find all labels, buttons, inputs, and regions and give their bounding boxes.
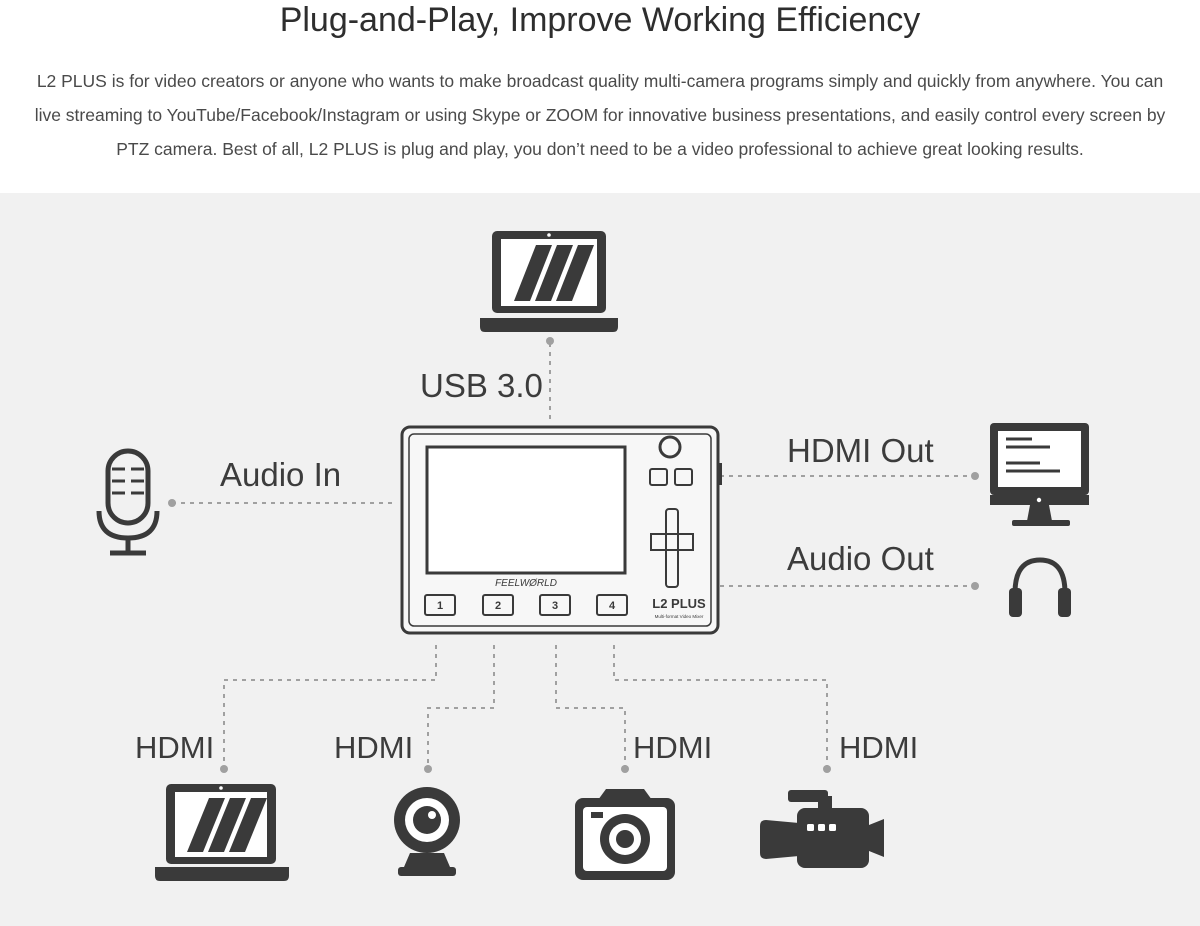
headphones-icon [1009,557,1071,617]
page-title: Plug-and-Play, Improve Working Efficienc… [279,1,921,39]
hdmi-input-label: HDMI [839,730,919,765]
device-button-label: 4 [609,600,616,612]
usb-label: USB 3.0 [420,367,543,404]
device-model: L2 PLUS [652,596,706,611]
l2-plus-device: 1 2 3 4 FEELWØRLD L2 PLUS Multi-format V… [400,425,722,635]
hdmi-1-line [223,645,437,769]
laptop-icon [480,231,618,332]
device-brand: FEELWØRLD [495,578,557,589]
connector-dots [168,337,979,773]
device-screen [425,445,627,575]
audio-out-label: Audio Out [787,540,934,577]
diagram-graphics: 1 2 3 4 FEELWØRLD L2 PLUS Multi-format V… [96,231,1089,881]
device-button-label: 3 [552,600,558,612]
connection-diagram: 1 2 3 4 FEELWØRLD L2 PLUS Multi-format V… [0,193,1200,926]
device-button-2 [482,594,514,616]
laptop-icon [155,784,289,881]
audio-in-label: Audio In [220,456,342,493]
webcam-icon [394,787,460,876]
hdmi-input-label: HDMI [135,730,215,765]
hdmi-3-line [555,645,626,769]
device-t-bar [665,508,679,588]
device-model-sub: Multi-format Video Mixer [655,614,704,619]
device-button-label: 1 [437,600,443,612]
connector-lines [172,343,975,769]
device-button-4 [596,594,628,616]
camcorder-icon [760,790,884,868]
device-button-1 [424,594,456,616]
device-button-label: 2 [495,600,501,612]
hdmi-2-line [427,645,495,769]
hdmi-input-label: HDMI [633,730,713,765]
device-button-3 [539,594,571,616]
intro-paragraph: L2 PLUS is for video creators or anyone … [34,71,1166,159]
camera-icon [575,789,675,880]
microphone-icon [96,448,160,556]
device-knob [658,435,682,459]
monitor-icon [990,423,1089,526]
hdmi-input-label: HDMI [334,730,414,765]
hdmi-out-label: HDMI Out [787,432,934,469]
